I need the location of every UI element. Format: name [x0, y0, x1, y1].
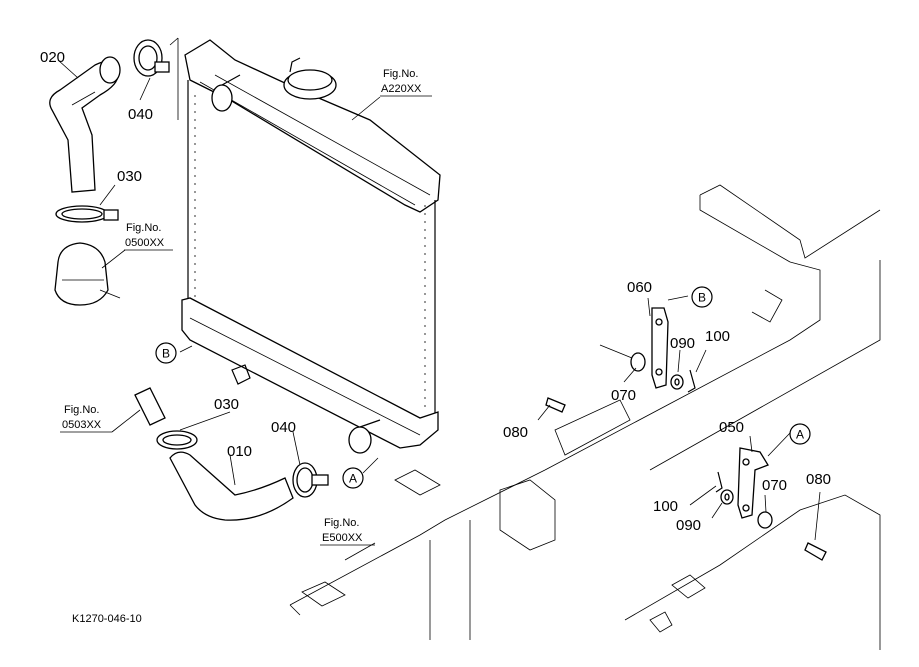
callout-040-top: 040	[128, 106, 153, 123]
marker-label: B	[162, 347, 170, 361]
fig-ref-label: Fig.No.	[64, 404, 99, 416]
fig-ref-code: 0500XX	[125, 237, 165, 249]
callout-070-bottom: 070	[762, 477, 787, 494]
marker-b-right: B	[691, 286, 713, 308]
lower-hose	[169, 451, 294, 521]
marker-label: A	[349, 472, 357, 486]
leader-lines	[57, 37, 821, 561]
callout-090-right: 090	[670, 335, 695, 352]
fig-ref-e500[interactable]: Fig.No. E500XX	[320, 517, 375, 546]
marker-a-right: A	[789, 423, 811, 445]
pin-100-right	[687, 369, 696, 393]
thermostat-housing	[54, 242, 121, 306]
fig-ref-code: E500XX	[322, 532, 363, 544]
fig-ref-0503[interactable]: Fig.No. 0503XX	[60, 404, 112, 433]
chassis-frame	[289, 184, 881, 650]
pin-100-bottom	[715, 471, 723, 493]
callout-070-right: 070	[611, 387, 636, 404]
lower-pipe	[134, 387, 198, 450]
upper-clamp	[133, 39, 170, 77]
fig-ref-0500[interactable]: Fig.No. 0500XX	[124, 222, 173, 251]
marker-label: B	[698, 291, 706, 305]
callout-020: 020	[40, 49, 65, 66]
fig-ref-a220[interactable]: Fig.No. A220XX	[380, 68, 432, 97]
fig-ref-label: Fig.No.	[324, 517, 359, 529]
washer-090-right	[670, 374, 684, 390]
fig-ref-label: Fig.No.	[126, 222, 161, 234]
callout-080-bottom: 080	[806, 471, 831, 488]
marker-b-left: B	[155, 342, 177, 364]
fig-ref-label: Fig.No.	[383, 68, 418, 80]
lower-clamp	[292, 462, 329, 498]
pin-080-bottom	[804, 542, 827, 561]
fig-ref-code: 0503XX	[62, 419, 102, 431]
clamp-030-upper	[55, 205, 119, 223]
callout-030-top: 030	[117, 168, 142, 185]
radiator	[181, 39, 441, 454]
callout-050: 050	[719, 419, 744, 436]
callout-060: 060	[627, 279, 652, 296]
fig-ref-code: A220XX	[381, 83, 422, 95]
drawing-id: K1270-046-10	[72, 613, 142, 625]
callout-030-mid: 030	[214, 396, 239, 413]
upper-hose	[49, 56, 121, 193]
bushing-070-right	[630, 352, 646, 372]
pin-080-left	[545, 397, 566, 413]
bracket-060	[651, 307, 669, 389]
bracket-050	[737, 447, 769, 519]
callout-100-bottom: 100	[653, 498, 678, 515]
washer-090-bottom	[720, 489, 734, 505]
marker-label: A	[796, 428, 804, 442]
bushing-070-bottom	[757, 511, 773, 529]
callout-100-right: 100	[705, 328, 730, 345]
callout-080-left: 080	[503, 424, 528, 441]
callout-040-mid: 040	[271, 419, 296, 436]
marker-a-mid: A	[342, 467, 364, 489]
callout-090-bottom: 090	[676, 517, 701, 534]
callout-010: 010	[227, 443, 252, 460]
